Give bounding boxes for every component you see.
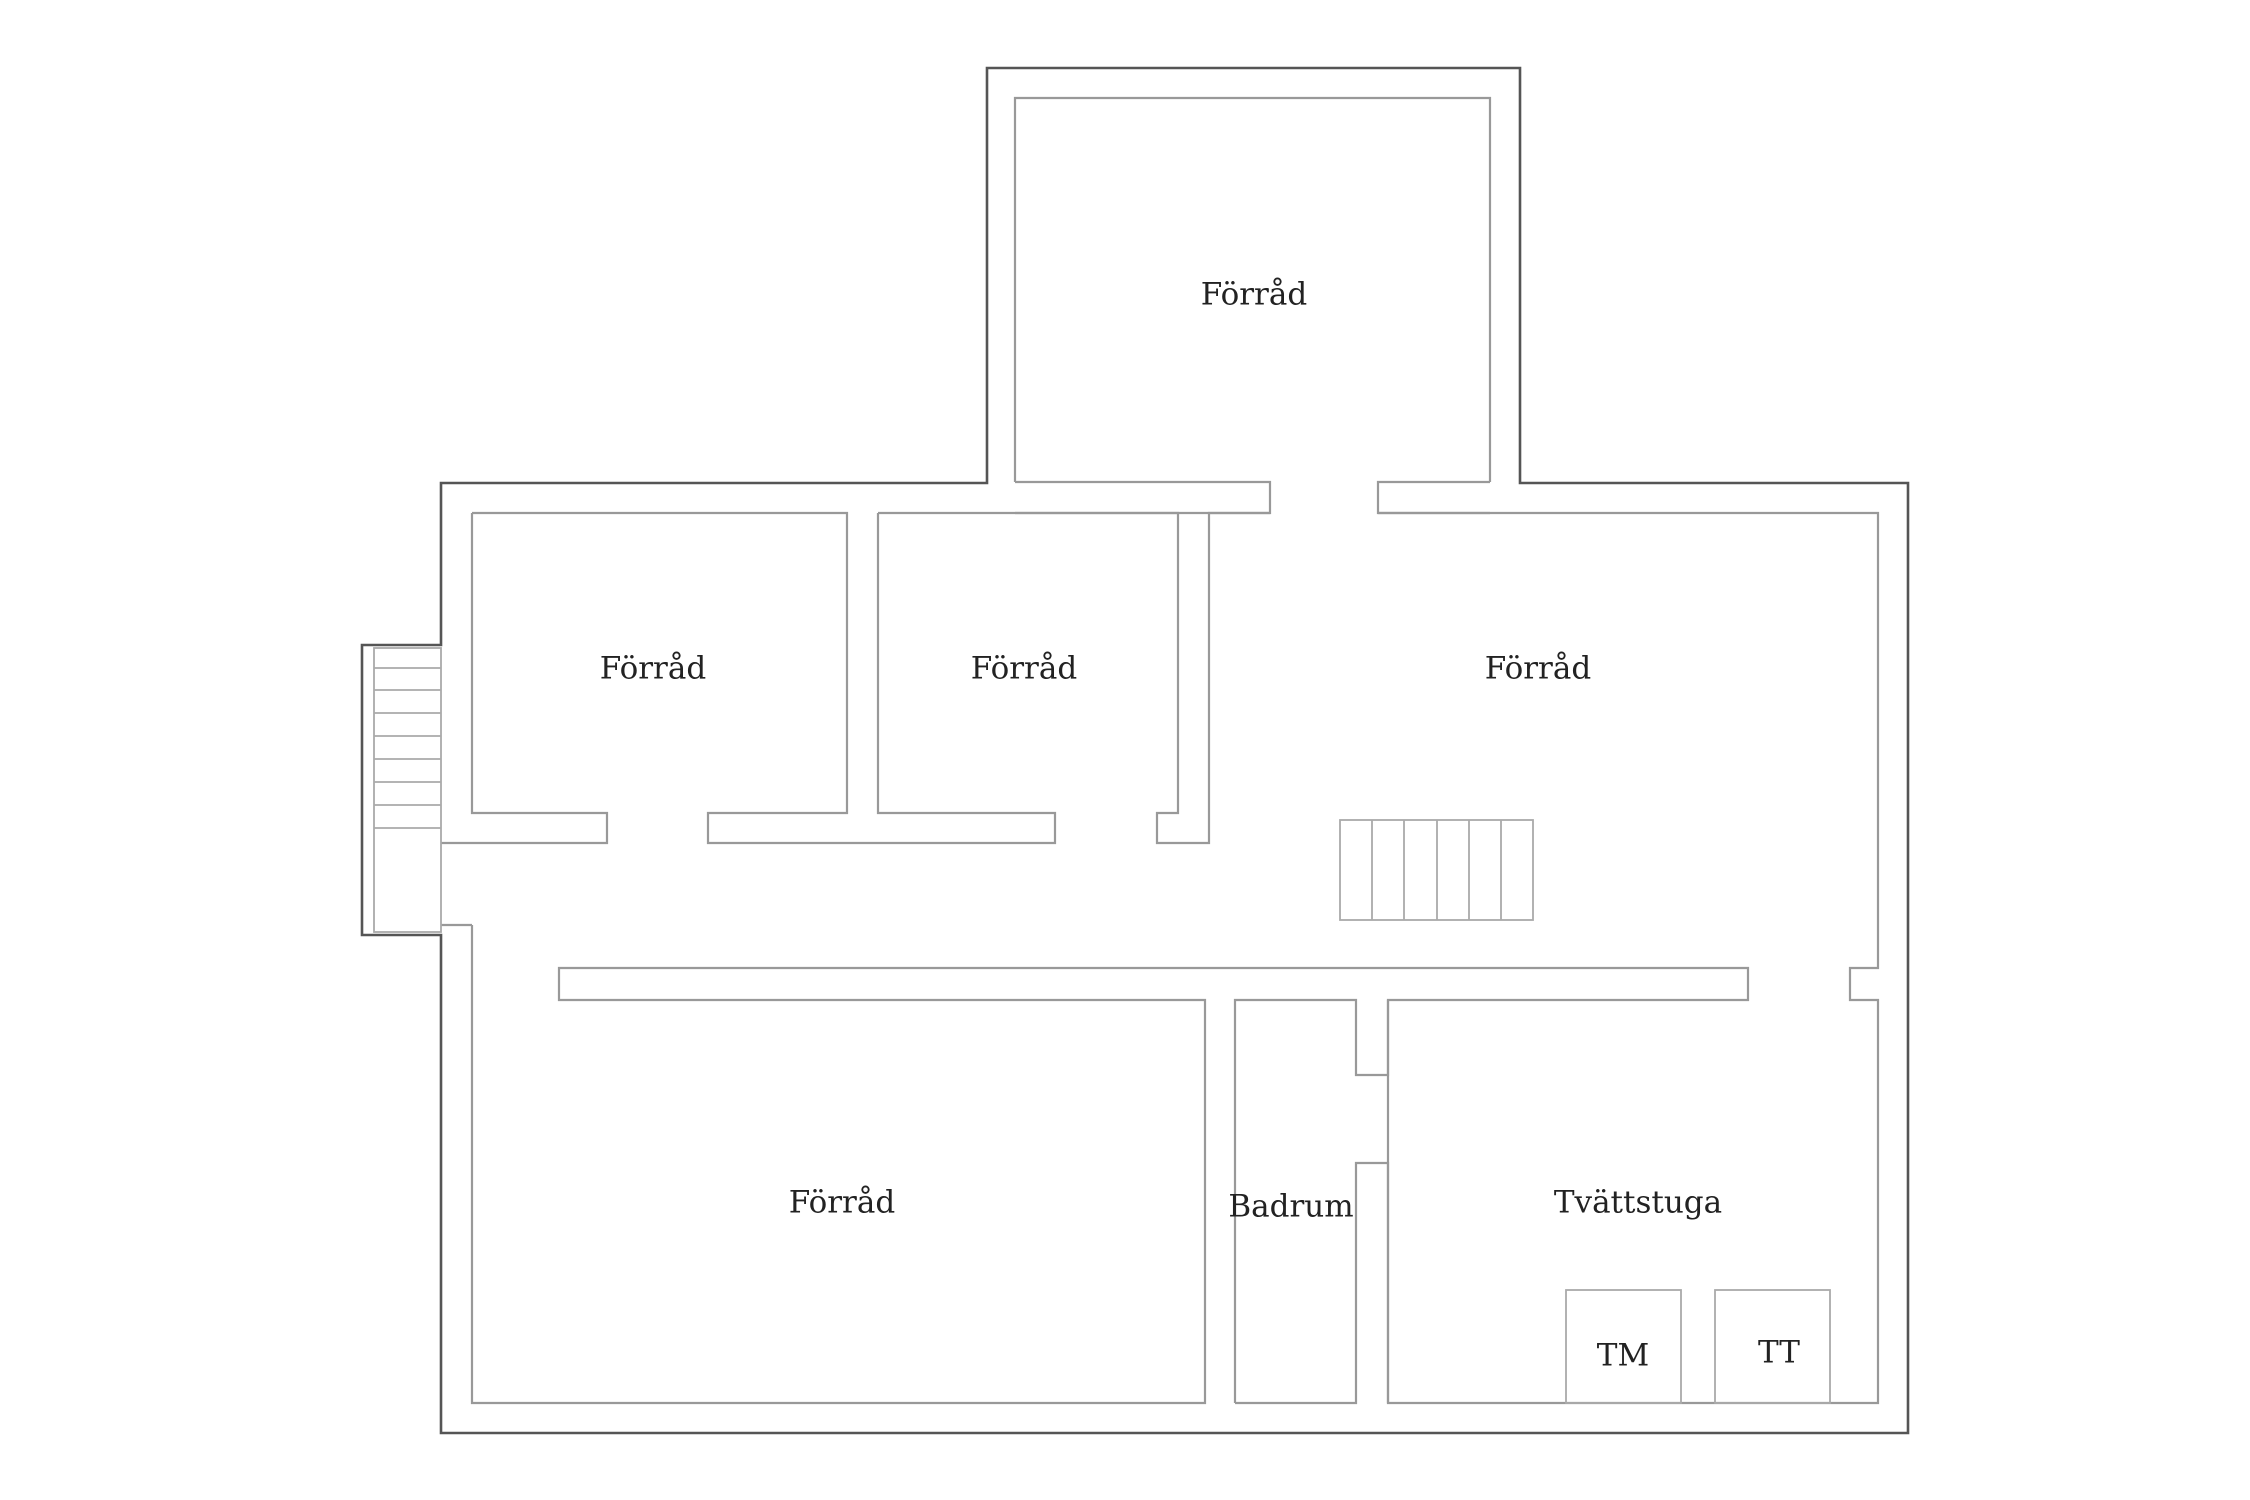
outer-walls — [360, 66, 1910, 1435]
appliance-label-tumble-dryer: TT — [1758, 1335, 1800, 1371]
bathroom-walls — [1233, 998, 1390, 1403]
storage-left-walls — [472, 511, 1057, 845]
exterior-stairs — [373, 647, 442, 933]
tumble-dryer-box — [1714, 1289, 1831, 1404]
room-label-storage-bottom: Förråd — [789, 1185, 895, 1221]
appliance-label-washing-machine: TM — [1597, 1338, 1649, 1374]
bathroom-east-wall — [1235, 1161, 1390, 1405]
storage-left-west-wall — [441, 513, 609, 845]
room-label-storage-right: Förråd — [1485, 651, 1591, 687]
room-label-storage-top: Förråd — [1201, 277, 1307, 313]
top-storage-inner-wall — [1013, 96, 1492, 482]
storage-middle-walls — [878, 511, 1270, 845]
interior-stairs — [1339, 819, 1534, 921]
top-storage-wall-left-stub — [1015, 480, 1272, 515]
room-label-bathroom: Badrum — [1228, 1189, 1353, 1225]
room-label-laundry: Tvättstuga — [1554, 1185, 1722, 1221]
storage-right-walls — [470, 511, 1880, 1405]
top-storage-wall-right-stub — [1376, 480, 1490, 515]
outer-wall-perimeter — [360, 66, 1910, 1435]
washing-machine-box — [1565, 1289, 1682, 1404]
room-label-storage-middle: Förråd — [971, 651, 1077, 687]
room-label-storage-left: Förråd — [600, 651, 706, 687]
